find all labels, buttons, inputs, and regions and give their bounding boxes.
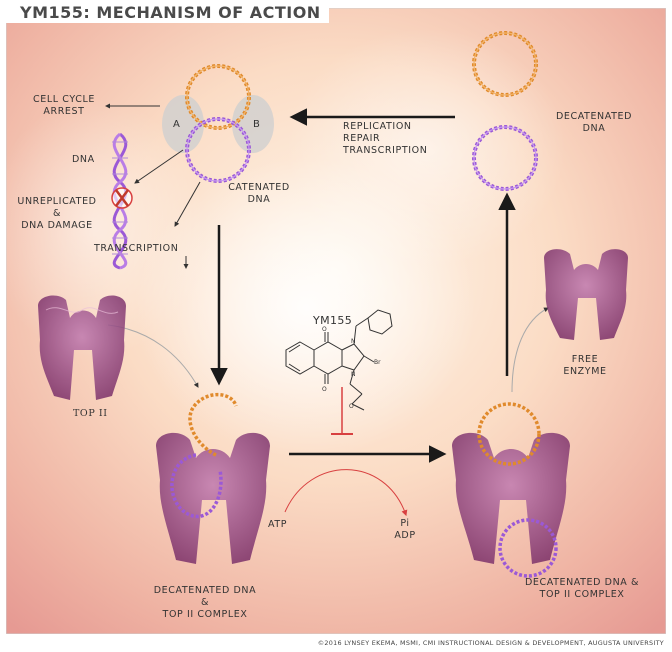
unreplicated-line1: UNREPLICATED	[17, 196, 97, 207]
unreplicated-line3: DNA DAMAGE	[21, 220, 93, 231]
complex-right-line1: DECATENATED DNA &	[524, 577, 640, 588]
atom-o-ether: O	[349, 403, 354, 410]
orange-dna-ring-strand	[186, 65, 250, 129]
credit-line: ©2016 LYNSEY EKEMA, MSMI, CMI INSTRUCTIO…	[317, 639, 664, 647]
complex-right-dna	[477, 402, 558, 578]
catenated-dna-label: CATENATED DNA	[224, 182, 294, 206]
complex-left-dna	[170, 392, 238, 519]
top2-label: TOP II	[73, 408, 108, 419]
cell-cycle-line2: ARREST	[43, 106, 85, 117]
atom-o-bottom: O	[322, 386, 327, 393]
top2-enzyme-free-left	[38, 295, 126, 400]
cell-cycle-arrest-label: CELL CYCLE ARREST	[28, 94, 100, 118]
processes-label: REPLICATION REPAIR TRANSCRIPTION	[343, 121, 427, 157]
complex-left-line2: &	[200, 597, 209, 608]
dna-label: DNA	[72, 154, 95, 165]
free-enzyme-label: FREE ENZYME	[555, 354, 615, 378]
free-enzyme-line1: FREE	[571, 354, 599, 365]
atom-n-top: N	[351, 338, 356, 345]
complex-left-line1: DECATENATED DNA	[153, 585, 257, 596]
pi-adp-label: Pi ADP	[390, 518, 420, 542]
decatenated-dna-rings	[472, 31, 538, 191]
complex-right-line2: TOP II COMPLEX	[539, 589, 625, 600]
unreplicated-label: UNREPLICATED & DNA DAMAGE	[8, 196, 106, 232]
ym155-label: YM155	[313, 314, 353, 327]
ring-b-label: B	[253, 119, 260, 130]
decatenated-dna-label: DECATENATED DNA	[548, 111, 640, 135]
atom-o-top: O	[322, 326, 327, 333]
catenated-dna-rings	[162, 64, 274, 183]
top2-enzyme-complex-right	[452, 432, 570, 564]
catenated-line1: CATENATED	[228, 182, 290, 193]
adp-label: ADP	[394, 530, 416, 541]
atp-label: ATP	[268, 519, 288, 530]
decatenated-line2: DNA	[582, 123, 606, 134]
arrow-to-free-enzyme	[511, 307, 549, 393]
ring-a-label: A	[173, 119, 180, 130]
cell-cycle-line1: CELL CYCLE	[33, 94, 95, 105]
free-enzyme-line2: ENZYME	[563, 366, 607, 377]
atom-br: Br	[374, 359, 381, 366]
catenated-line2: DNA	[247, 194, 271, 205]
ym155-structure	[285, 309, 393, 411]
arrow-to-dna-damage	[134, 149, 184, 184]
complex-left-line3: TOP II COMPLEX	[162, 609, 248, 620]
ring-b-highlight	[232, 95, 274, 153]
atom-n-bottom: N	[351, 371, 356, 378]
process-replication: REPLICATION	[343, 121, 412, 132]
process-repair: REPAIR	[343, 133, 381, 144]
top2-enzyme-complex-left	[156, 432, 270, 564]
unreplicated-line2: &	[52, 208, 61, 219]
pi-label: Pi	[400, 518, 410, 529]
atp-hydrolysis-arrow	[284, 469, 408, 517]
ring-a-highlight	[162, 95, 204, 153]
transcription-effect-label: TRANSCRIPTION	[94, 243, 179, 254]
dna-helix	[111, 132, 133, 270]
complex-right-label: DECATENATED DNA & TOP II COMPLEX	[522, 577, 642, 601]
arrow-to-transcription	[174, 181, 201, 227]
decatenated-line1: DECATENATED	[555, 111, 633, 122]
diagram-title: YM155: MECHANISM OF ACTION	[6, 3, 329, 23]
process-transcription: TRANSCRIPTION	[343, 145, 428, 156]
complex-left-label: DECATENATED DNA & TOP II COMPLEX	[140, 585, 270, 621]
top2-enzyme-free-right	[544, 249, 628, 340]
purple-dna-ring-strand	[186, 118, 250, 182]
